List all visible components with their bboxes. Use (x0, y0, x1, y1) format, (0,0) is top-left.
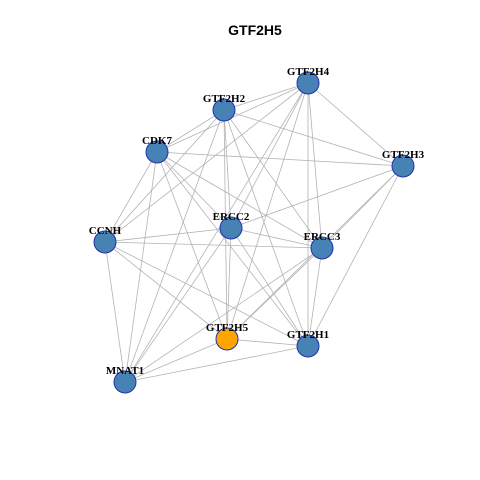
edge-gtf2h4-gtf2h2 (223, 82, 309, 111)
edge-ccnh-mnat1 (104, 241, 126, 383)
edge-gtf2h1-mnat1 (124, 345, 309, 383)
edge-gtf2h5-gtf2h1 (226, 338, 309, 347)
edge-ccnh-gtf2h5 (104, 241, 228, 340)
node-label-gtf2h3: GTF2H3 (382, 149, 425, 161)
node-label-gtf2h1: GTF2H1 (287, 329, 329, 341)
node-gtf2h3[interactable] (391, 154, 415, 178)
node-gtf2h2[interactable] (212, 98, 236, 122)
edge-ercc2-mnat1 (124, 227, 232, 383)
node-label-gtf2h2: GTF2H2 (203, 93, 246, 105)
edge-gtf2h4-gtf2h3 (307, 82, 404, 167)
node-label-gtf2h4: GTF2H4 (287, 66, 330, 78)
edge-cdk7-ccnh (104, 151, 158, 243)
edge-cdk7-gtf2h1 (156, 151, 309, 347)
diagram-title: GTF2H5 (228, 22, 282, 38)
edge-gtf2h2-ercc2 (223, 109, 232, 229)
edge-ercc3-gtf2h1 (307, 247, 323, 347)
edge-gtf2h3-ercc2 (230, 165, 404, 229)
edge-cdk7-ercc3 (156, 151, 323, 249)
node-ccnh[interactable] (93, 230, 117, 254)
node-gtf2h5[interactable] (215, 327, 239, 351)
edge-cdk7-ercc2 (156, 151, 232, 229)
node-layer (93, 71, 415, 394)
edge-gtf2h4-ccnh (104, 82, 309, 243)
edge-gtf2h2-ccnh (104, 109, 225, 243)
edge-ercc2-ccnh (104, 227, 232, 243)
edge-ercc2-ercc3 (230, 227, 323, 249)
edge-ercc2-gtf2h5 (226, 227, 232, 340)
edge-gtf2h2-gtf2h1 (223, 109, 309, 347)
node-label-ercc2: ERCC2 (213, 211, 250, 223)
edge-cdk7-gtf2h5 (156, 151, 228, 340)
edge-gtf2h4-gtf2h5 (226, 82, 309, 340)
node-ercc3[interactable] (310, 236, 334, 260)
edge-ccnh-gtf2h1 (104, 241, 309, 347)
edge-gtf2h5-mnat1 (124, 338, 228, 383)
edge-gtf2h2-gtf2h3 (223, 109, 404, 167)
node-label-ercc3: ERCC3 (304, 231, 341, 243)
edge-cdk7-mnat1 (124, 151, 158, 383)
edge-gtf2h4-ercc3 (307, 82, 323, 249)
node-gtf2h4[interactable] (296, 71, 320, 95)
edge-layer (104, 82, 404, 383)
edge-cdk7-gtf2h3 (156, 151, 404, 167)
edge-gtf2h4-mnat1 (124, 82, 309, 383)
node-cdk7[interactable] (145, 140, 169, 164)
node-label-gtf2h5: GTF2H5 (206, 322, 249, 334)
node-label-ccnh: CCNH (89, 225, 122, 237)
edge-gtf2h4-ercc2 (230, 82, 309, 229)
edge-gtf2h2-mnat1 (124, 109, 225, 383)
node-label-mnat1: MNAT1 (106, 365, 144, 377)
edge-ercc3-gtf2h5 (226, 247, 323, 340)
edge-ccnh-ercc3 (104, 241, 323, 249)
node-label-cdk7: CDK7 (142, 135, 172, 147)
edge-gtf2h2-ercc3 (223, 109, 323, 249)
edge-gtf2h2-cdk7 (156, 109, 225, 153)
node-ercc2[interactable] (219, 216, 243, 240)
node-gtf2h1[interactable] (296, 334, 320, 358)
edge-ercc2-gtf2h1 (230, 227, 309, 347)
edge-ercc3-mnat1 (124, 247, 323, 383)
node-mnat1[interactable] (113, 370, 137, 394)
edge-gtf2h3-gtf2h1 (307, 165, 404, 347)
